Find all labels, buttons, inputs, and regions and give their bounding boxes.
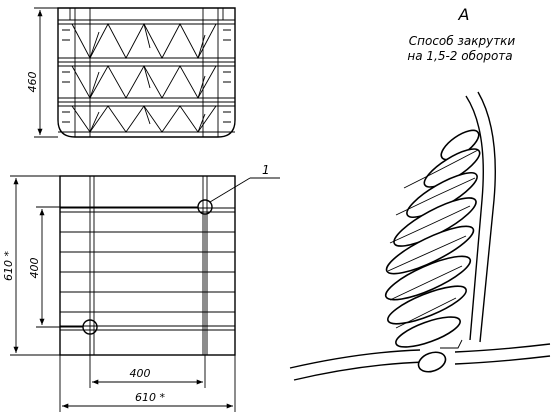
- dimension-label-610-vertical: 610 *: [2, 251, 15, 281]
- dimension-width-610: 610 *: [59, 355, 236, 412]
- dimension-height-610: 610 *: [2, 175, 60, 356]
- dimension-inner-400-horizontal: 400: [89, 214, 206, 388]
- callout-1: 1: [209, 163, 280, 203]
- dimension-label-400-vertical: 400: [28, 258, 41, 279]
- wire-twist-detail: [289, 91, 551, 381]
- view-letter: А: [458, 5, 470, 24]
- caption-line-1: Способ закрутки: [409, 34, 516, 48]
- top-frame-view: [57, 7, 236, 138]
- plan-view: [59, 175, 236, 356]
- detail-a-header: А Способ закрутки на 1,5-2 оборота: [407, 5, 515, 63]
- callout-number: 1: [262, 163, 270, 177]
- caption-line-2: на 1,5-2 оборота: [407, 49, 512, 63]
- dimension-height-460: 460: [26, 7, 58, 138]
- dimension-inner-400-vertical: 400: [28, 206, 198, 328]
- dimension-label-460: 460: [26, 72, 39, 93]
- dimension-label-400-horizontal: 400: [130, 367, 151, 380]
- dimension-label-610-horizontal: 610 *: [135, 391, 165, 404]
